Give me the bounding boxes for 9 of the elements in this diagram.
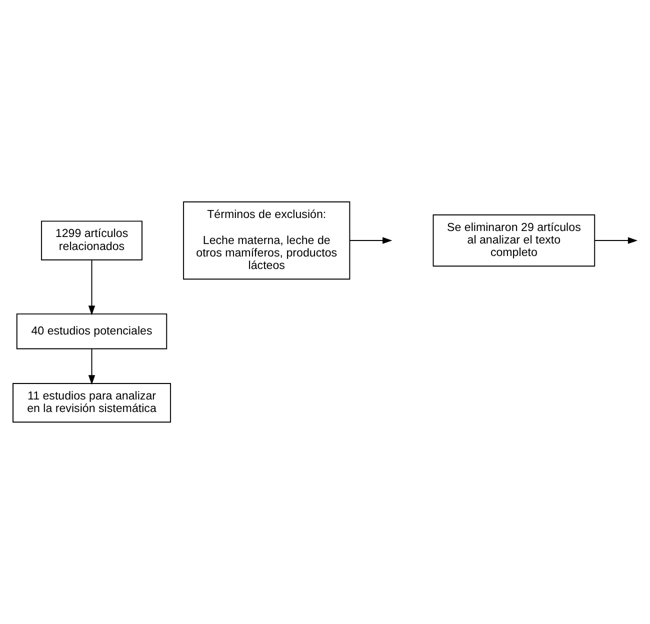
node-box: 40 estudios potenciales — [16, 313, 168, 350]
node-box: Términos de exclusión: Leche materna, leche de otros mamíferos, productos lácteos — [183, 201, 350, 280]
arrow — [349, 237, 392, 244]
node-box: 11 estudios para analizar en la revisión sistemática — [12, 383, 171, 423]
arrow — [88, 260, 96, 316]
arrow — [88, 348, 96, 385]
node-box: Se eliminaron 29 artículos al analizar el texto completo — [432, 214, 596, 267]
node-box: 1299 artículos relacionados — [41, 220, 142, 260]
arrow — [594, 237, 638, 244]
